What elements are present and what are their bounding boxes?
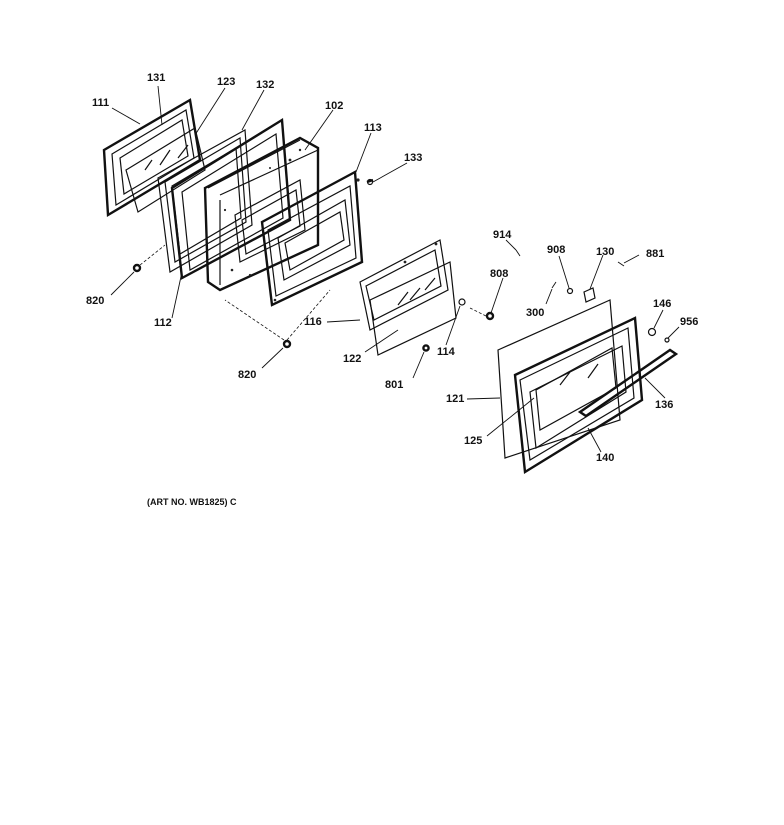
callout-820-upper: 820 <box>86 295 104 307</box>
part-300-screw <box>551 281 557 289</box>
callout-801: 801 <box>385 379 403 391</box>
callout-114: 114 <box>437 346 456 358</box>
callout-130: 130 <box>596 246 614 258</box>
part-121-door-panel <box>497 299 621 459</box>
part-808-screw <box>469 307 495 321</box>
part-881-screw <box>617 261 625 267</box>
part-956-screw <box>664 337 670 343</box>
callout-808: 808 <box>490 268 508 280</box>
part-140-outer-door <box>513 316 644 475</box>
callout-956: 956 <box>680 316 698 328</box>
part-801-screw <box>422 344 430 352</box>
part-130-bracket <box>583 287 596 303</box>
part-123-glass-pane <box>125 127 206 213</box>
part-102-door-liner <box>203 136 320 292</box>
callout-116: 116 <box>304 316 322 328</box>
callout-122: 122 <box>343 353 361 365</box>
part-136-door-handle <box>577 348 679 418</box>
part-114-clip <box>458 298 466 306</box>
callout-300: 300 <box>526 307 544 319</box>
callout-113: 113 <box>364 122 382 134</box>
leader-lines <box>110 85 680 453</box>
part-113-inner-panel <box>260 170 364 307</box>
part-908-screw <box>566 287 574 295</box>
part-112-inner-frame <box>170 117 292 280</box>
part-111-outer-frame <box>102 98 202 218</box>
callout-121: 121 <box>446 393 464 405</box>
callout-125: 125 <box>464 435 482 447</box>
part-820-fastener-upper <box>132 244 166 273</box>
callout-914: 914 <box>493 229 512 241</box>
callout-132: 132 <box>256 79 274 91</box>
callout-820-lower: 820 <box>238 369 256 381</box>
part-914-screw <box>515 249 521 257</box>
callout-133: 133 <box>404 152 422 164</box>
callout-140: 140 <box>596 452 614 464</box>
callout-131: 131 <box>147 72 165 84</box>
callout-881: 881 <box>646 248 664 260</box>
callout-146: 146 <box>653 298 671 310</box>
callout-112: 112 <box>154 317 172 329</box>
callout-102: 102 <box>325 100 343 112</box>
part-146-handle-cap <box>647 327 657 337</box>
art-number-caption: (ART NO. WB1825) C <box>147 497 237 507</box>
part-133-screw <box>366 178 374 186</box>
callout-908: 908 <box>547 244 565 256</box>
callout-123: 123 <box>217 76 235 88</box>
callout-136: 136 <box>655 399 673 411</box>
part-820-fastener-lower <box>224 289 331 349</box>
callout-111: 111 <box>92 97 109 109</box>
part-116-window-frame <box>359 239 449 331</box>
